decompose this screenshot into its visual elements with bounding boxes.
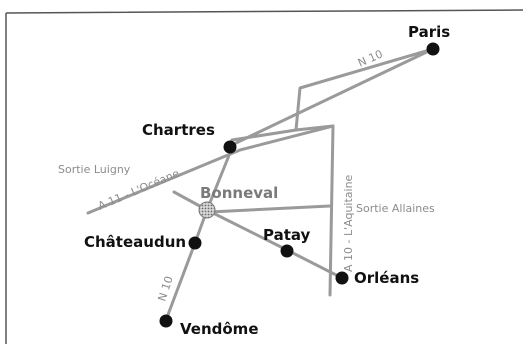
road-n10-south xyxy=(164,146,234,322)
road-a10 xyxy=(328,124,335,297)
patay-dot xyxy=(280,244,294,258)
orleans-dot xyxy=(335,271,349,285)
city-label-vendome: Vendôme xyxy=(180,320,259,338)
bonneval-marker xyxy=(198,201,216,219)
road-label-a10: A 10 - L'Aquitaine xyxy=(342,174,355,272)
city-label-bonneval: Bonneval xyxy=(200,184,278,202)
map-frame xyxy=(5,9,524,344)
city-label-chateaudun: Châteaudun xyxy=(84,233,186,251)
road-n10-north xyxy=(230,47,435,142)
road-label-sortie-allaines: Sortie Allaines xyxy=(356,202,435,215)
city-label-orleans: Orléans xyxy=(354,269,419,287)
city-label-paris: Paris xyxy=(408,23,450,41)
city-label-patay: Patay xyxy=(263,226,311,244)
road-paris-branch xyxy=(234,47,435,145)
road-sortie-allaines xyxy=(208,204,332,214)
vendome-dot xyxy=(159,314,173,328)
chateaudun-dot xyxy=(188,236,202,250)
chartres-dot xyxy=(223,140,237,154)
road-label-sortie-luigny: Sortie Luigny xyxy=(58,163,131,176)
road-bonneval-orleans xyxy=(172,190,344,280)
city-label-chartres: Chartres xyxy=(142,121,215,139)
road-a11 xyxy=(86,124,335,215)
paris-dot xyxy=(426,42,440,56)
